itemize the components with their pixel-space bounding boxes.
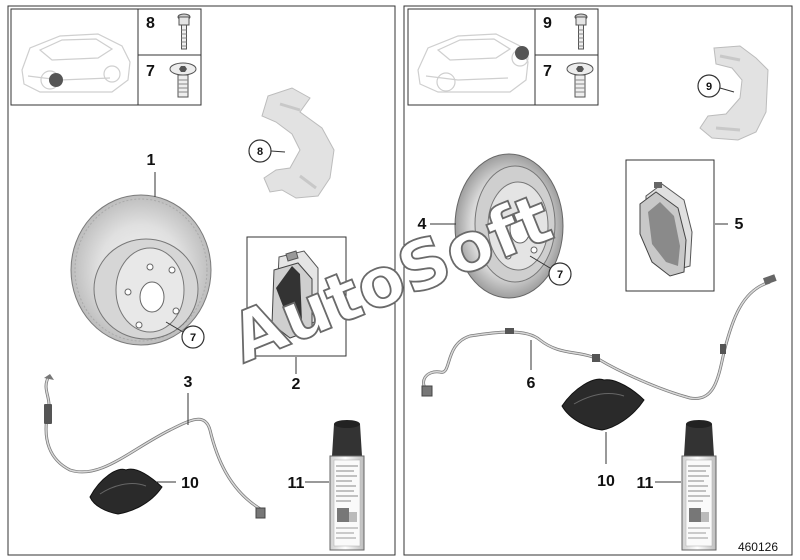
svg-text:11: 11 — [637, 475, 654, 492]
rear-brake-disc — [454, 153, 564, 299]
svg-text:2: 2 — [292, 376, 301, 393]
svg-text:6: 6 — [527, 375, 536, 392]
wheel-highlight-icon — [515, 46, 529, 60]
callout-pads: 5 — [715, 216, 744, 233]
front-spray-can — [329, 420, 365, 551]
svg-text:10: 10 — [597, 473, 615, 490]
inset-label-top: 9 — [543, 15, 552, 32]
callout-paste: 10 — [597, 432, 615, 490]
rear-inset: 9 7 — [407, 8, 599, 106]
svg-text:4: 4 — [418, 216, 427, 233]
rear-caliper-carrier-ghost — [699, 45, 769, 141]
front-inset: 8 7 — [10, 8, 202, 106]
svg-text:8: 8 — [257, 146, 263, 158]
callout-carrier-screw: 9 — [697, 74, 735, 98]
callout-disc: 1 — [147, 152, 156, 197]
wheel-highlight-icon — [49, 73, 63, 87]
hex-socket-screw-icon — [566, 62, 594, 98]
front-axle-panel: 8 7 8 — [7, 5, 396, 556]
rear-wear-sensor — [421, 274, 777, 400]
callout-spray: 11 — [288, 475, 329, 492]
svg-text:1: 1 — [147, 152, 156, 169]
svg-text:7: 7 — [557, 269, 563, 281]
front-wear-sensor — [44, 374, 266, 519]
callout-disc: 4 — [418, 216, 456, 233]
car-outline-icon — [417, 33, 529, 93]
svg-text:9: 9 — [706, 81, 712, 93]
front-caliper-carrier-ghost — [261, 87, 335, 199]
svg-text:5: 5 — [735, 216, 744, 233]
bolt-icon — [574, 13, 588, 50]
rear-axle-panel: 9 7 9 — [403, 5, 793, 556]
diagram-id: 460126 — [738, 540, 778, 554]
svg-text:7: 7 — [190, 332, 196, 344]
hex-socket-screw-icon — [169, 62, 197, 98]
inset-label-top: 8 — [146, 15, 155, 32]
callout-sensor: 3 — [184, 374, 193, 425]
inset-label-bottom: 7 — [543, 63, 552, 80]
rear-paste-packet — [561, 378, 645, 431]
front-brake-pads — [246, 236, 347, 357]
callout-sensor: 6 — [527, 340, 536, 392]
callout-pads: 2 — [292, 357, 301, 393]
svg-text:10: 10 — [181, 475, 199, 492]
callout-spray: 11 — [637, 475, 681, 492]
callout-carrier-screw: 8 — [248, 139, 286, 163]
svg-text:11: 11 — [288, 475, 305, 492]
inset-label-bottom: 7 — [146, 63, 155, 80]
callout-paste: 10 — [156, 475, 199, 492]
rear-brake-pads — [625, 159, 715, 292]
bolt-icon — [177, 13, 191, 50]
front-paste-packet — [89, 468, 163, 515]
callout-disc-screw: 7 — [529, 255, 572, 286]
svg-text:3: 3 — [184, 374, 193, 391]
front-brake-disc — [70, 194, 212, 346]
rear-spray-can — [681, 420, 717, 551]
callout-disc-screw: 7 — [165, 321, 205, 349]
